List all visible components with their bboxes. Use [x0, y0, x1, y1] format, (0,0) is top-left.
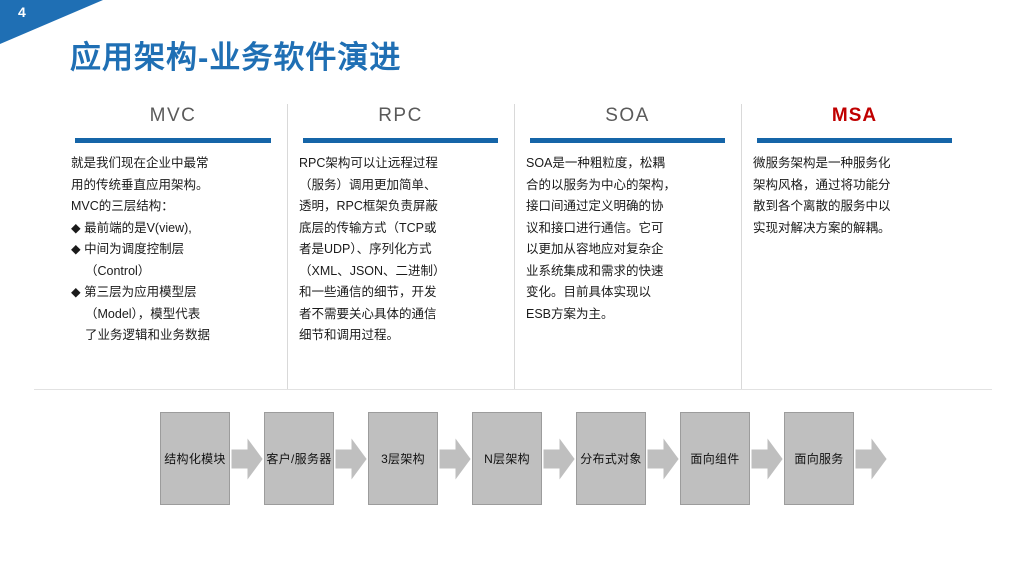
column-heading: SOA: [605, 105, 650, 126]
timeline-step: N层架构: [472, 412, 542, 505]
right-arrow-icon: [542, 436, 576, 482]
concept-column-soa: SOA SOA是一种粗粒度，松耦合的以服务为中心的架构， 接口间通过定义明确的协议和…: [514, 104, 741, 389]
right-arrow-icon: [334, 436, 368, 482]
column-heading: RPC: [378, 105, 423, 126]
timeline-step: 面向组件: [680, 412, 750, 505]
body-line: 就是我们现在企业中最常: [71, 156, 209, 170]
body-line: （Model），模型代表: [85, 306, 201, 321]
body-line: ◆ 最前端的是V(view),: [71, 220, 192, 235]
body-line: 实现对解决方案的解耦。: [753, 220, 891, 235]
body-line: ESB方案为主。: [526, 306, 614, 321]
page-number: 4: [18, 4, 27, 20]
right-arrow-icon: [438, 436, 472, 482]
column-rule: [303, 138, 498, 143]
timeline-step: 客户/服务器: [264, 412, 334, 505]
right-arrow-icon: [854, 436, 888, 482]
column-body: SOA是一种粗粒度，松耦合的以服务为中心的架构， 接口间通过定义明确的协议和接口进…: [522, 153, 733, 325]
body-line: 底层的传输方式（TCP或: [299, 220, 437, 235]
concept-columns: MVC 就是我们现在企业中最常用的传统垂直应用架构。 MVC的三层结构： ◆ 最前端的…: [60, 104, 968, 389]
column-rule: [757, 138, 952, 143]
body-line: 散到各个离散的服务中以: [753, 199, 891, 213]
column-body: 就是我们现在企业中最常用的传统垂直应用架构。 MVC的三层结构： ◆ 最前端的是V(…: [67, 153, 279, 347]
timeline-step: 3层架构: [368, 412, 438, 505]
right-arrow-icon: [750, 436, 784, 482]
timeline-step: 结构化模块: [160, 412, 230, 505]
page-title: 应用架构-业务软件演进: [70, 40, 402, 75]
body-line: RPC架构可以让远程过程: [299, 156, 438, 170]
body-line: 合的以服务为中心的架构，: [526, 177, 677, 192]
body-line: （服务）调用更加简单、: [299, 177, 437, 192]
body-line: 接口间通过定义明确的协: [526, 199, 664, 213]
body-line: 议和接口进行通信。它可: [526, 220, 664, 235]
body-line: 业系统集成和需求的快速: [526, 263, 664, 278]
evolution-timeline: 结构化模块客户/服务器 3层架构 N层架构分布式对象面向组件面向服务: [160, 412, 888, 505]
body-line: （XML、JSON、二进制）: [299, 263, 446, 278]
timeline-step: 分布式对象: [576, 412, 646, 505]
timeline-step: 面向服务: [784, 412, 854, 505]
column-rule: [75, 138, 271, 143]
section-divider: [34, 389, 992, 390]
column-body: RPC架构可以让远程过程 （服务）调用更加简单、透明，RPC框架负责屏蔽底层的传输…: [295, 153, 506, 347]
concept-column-rpc: RPC RPC架构可以让远程过程 （服务）调用更加简单、透明，RPC框架负责屏蔽底层…: [287, 104, 514, 389]
corner-triangle-decoration: [0, 0, 103, 44]
column-heading: MVC: [149, 105, 197, 126]
body-line: 者是UDP）、序列化方式: [299, 242, 432, 256]
column-body: 微服务架构是一种服务化架构风格，通过将功能分散到各个离散的服务中以实现对解决方案…: [749, 153, 960, 239]
concept-column-mvc: MVC 就是我们现在企业中最常用的传统垂直应用架构。 MVC的三层结构： ◆ 最前端的…: [60, 104, 287, 389]
body-line: 透明，RPC框架负责屏蔽: [299, 199, 438, 213]
body-line: 者不需要关心具体的通信: [299, 306, 437, 321]
body-line: 和一些通信的细节，开发: [299, 285, 437, 299]
column-rule: [530, 138, 725, 143]
body-line: 微服务架构是一种服务化: [753, 156, 891, 170]
column-heading: MSA: [831, 105, 878, 126]
body-line: MVC的三层结构：: [71, 199, 174, 213]
body-line: （Control）: [85, 263, 151, 278]
body-line: 用的传统垂直应用架构。: [71, 177, 209, 192]
body-line: 了业务逻辑和业务数据: [85, 328, 211, 342]
body-line: 以更加从容地应对复杂企: [526, 242, 664, 256]
body-line: 架构风格，通过将功能分: [753, 177, 891, 192]
body-line: 细节和调用过程。: [299, 328, 400, 342]
body-line: 变化。目前具体实现以: [526, 285, 652, 299]
body-line: ◆ 中间为调度控制层: [71, 242, 185, 256]
body-line: SOA是一种粗粒度，松耦: [526, 156, 665, 170]
right-arrow-icon: [230, 436, 264, 482]
body-line: ◆ 第三层为应用模型层: [71, 285, 197, 299]
right-arrow-icon: [646, 436, 680, 482]
concept-column-msa: MSA 微服务架构是一种服务化架构风格，通过将功能分散到各个离散的服务中以实现对解…: [741, 104, 968, 389]
